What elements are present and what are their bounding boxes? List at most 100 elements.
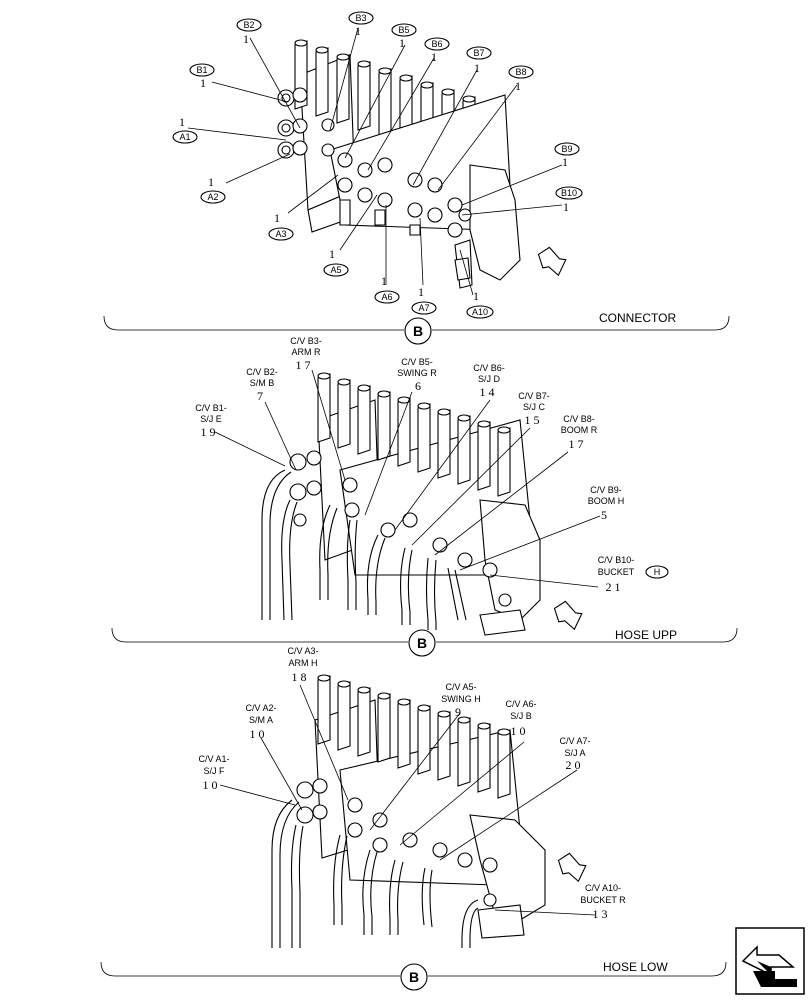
svg-text:C/V B10-: C/V B10-: [598, 555, 635, 565]
spool-cap: [497, 426, 511, 434]
svg-text:C/V B1-: C/V B1-: [195, 403, 227, 413]
direction-arrow-icon: [557, 852, 587, 883]
spool-section: [497, 427, 511, 497]
svg-text:1: 1: [179, 115, 185, 129]
spool-cap: [477, 420, 491, 428]
section-bracket-hose-low: B HOSE LOW: [100, 960, 727, 991]
callout-b6: B61: [424, 37, 450, 64]
spool-cap: [441, 88, 455, 96]
svg-text:1: 1: [473, 289, 479, 303]
spool-section: [417, 403, 431, 473]
svg-text:7: 7: [257, 389, 263, 403]
svg-text:A10: A10: [472, 307, 488, 317]
spool-section: [437, 711, 451, 781]
direction-arrow-icon: [537, 246, 567, 277]
hose-label-b3: C/V B3-ARM R1 7: [290, 336, 322, 372]
callout-a5: A51: [323, 247, 349, 277]
spool-section: [357, 385, 371, 455]
hose-label-a1: C/V A1-S/J F1 0: [198, 754, 229, 792]
svg-text:B10: B10: [561, 188, 577, 198]
svg-text:S/M B: S/M B: [250, 378, 275, 388]
svg-text:C/V B6-: C/V B6-: [473, 363, 505, 373]
svg-text:1: 1: [515, 79, 521, 93]
spool-section: [377, 391, 391, 461]
svg-text:B1: B1: [196, 65, 207, 75]
svg-text:BUCKET: BUCKET: [598, 567, 635, 577]
svg-text:S/M A: S/M A: [249, 715, 273, 725]
svg-text:1: 1: [563, 200, 569, 214]
spool-section: [457, 717, 471, 787]
svg-text:2 1: 2 1: [606, 580, 621, 594]
spool-section: [377, 693, 391, 763]
spool-section: [437, 409, 451, 479]
svg-text:SWING H: SWING H: [441, 694, 481, 704]
spool-cap: [497, 728, 511, 736]
svg-text:C/V B9-: C/V B9-: [590, 485, 622, 495]
spool-section: [315, 47, 329, 117]
svg-text:6: 6: [415, 379, 421, 393]
svg-text:B6: B6: [431, 39, 442, 49]
svg-text:1: 1: [562, 155, 568, 169]
svg-text:A5: A5: [330, 265, 341, 275]
svg-text:1 0: 1 0: [250, 727, 265, 741]
hose-upp-leader-lines: [214, 369, 601, 588]
svg-text:1: 1: [329, 247, 335, 261]
spool-section: [378, 68, 392, 138]
spool-section: [457, 415, 471, 485]
svg-text:B7: B7: [473, 48, 484, 58]
spool-cap: [397, 698, 411, 706]
svg-text:2 0: 2 0: [566, 758, 581, 772]
svg-text:B3: B3: [355, 13, 366, 23]
svg-text:SWING R: SWING R: [397, 368, 437, 378]
svg-text:1: 1: [399, 36, 405, 50]
spool-cap: [420, 81, 434, 89]
direction-arrow-icon: [553, 600, 583, 631]
svg-text:S/J C: S/J C: [523, 402, 546, 412]
svg-text:BOOM H: BOOM H: [588, 496, 625, 506]
hose-upp-valve-drawing: [261, 372, 541, 636]
spool-section: [317, 675, 331, 745]
hose-label-a2: C/V A2- S/M A 1 0: [245, 703, 276, 741]
svg-text:A7: A7: [418, 303, 429, 313]
svg-text:ARM R: ARM R: [292, 347, 322, 357]
hose-label-b5: C/V B5-SWING R6: [397, 357, 437, 393]
spool-section: [357, 61, 371, 131]
callout-b5: B51: [391, 23, 417, 50]
callout-b9: B91: [554, 142, 580, 169]
spool-cap: [377, 390, 391, 398]
hose-low-callouts: C/V A1-S/J F1 0 C/V A2- S/M A 1 0 C/V A3- A…: [198, 646, 626, 921]
svg-text:C/V A2-: C/V A2-: [245, 703, 276, 713]
svg-text:C/V A6-: C/V A6-: [505, 699, 536, 709]
svg-text:S/J E: S/J E: [200, 414, 222, 424]
svg-text:1: 1: [274, 211, 280, 225]
svg-text:C/V A10-: C/V A10-: [585, 883, 621, 893]
svg-text:A1: A1: [179, 132, 190, 142]
svg-text:1: 1: [418, 285, 424, 299]
next-page-icon[interactable]: [735, 927, 805, 995]
spool-cap: [457, 716, 471, 724]
callout-a3: A31: [268, 211, 294, 241]
hose-label-b2: C/V B2-S/M B7: [246, 367, 278, 403]
spool-cap: [317, 372, 331, 380]
svg-text:S/J B: S/J B: [510, 711, 532, 721]
svg-text:5: 5: [601, 508, 607, 522]
svg-text:B: B: [417, 635, 427, 651]
svg-text:1: 1: [381, 274, 387, 288]
spool-section: [497, 729, 511, 799]
svg-text:C/V A1-: C/V A1-: [198, 754, 229, 764]
svg-text:ARM H: ARM H: [289, 658, 318, 668]
hose-label-a10: C/V A10-BUCKET R1 3: [580, 883, 626, 921]
svg-text:C/V A3-: C/V A3-: [287, 646, 318, 656]
spool-section: [397, 397, 411, 467]
connector-valve-drawing: [277, 39, 521, 289]
hose-low-leader-lines: [219, 684, 596, 916]
hose-label-a5: C/V A5-SWING H9: [441, 682, 481, 719]
spool-section: [317, 373, 331, 443]
svg-text:1: 1: [431, 50, 437, 64]
hose-label-b1: C/V B1-S/J E1 9: [195, 403, 227, 439]
svg-text:C/V A5-: C/V A5-: [445, 682, 476, 692]
svg-text:1: 1: [474, 61, 480, 75]
hose-label-b6: C/V B6-S/J D1 4: [473, 363, 505, 399]
spool-cap: [337, 378, 351, 386]
